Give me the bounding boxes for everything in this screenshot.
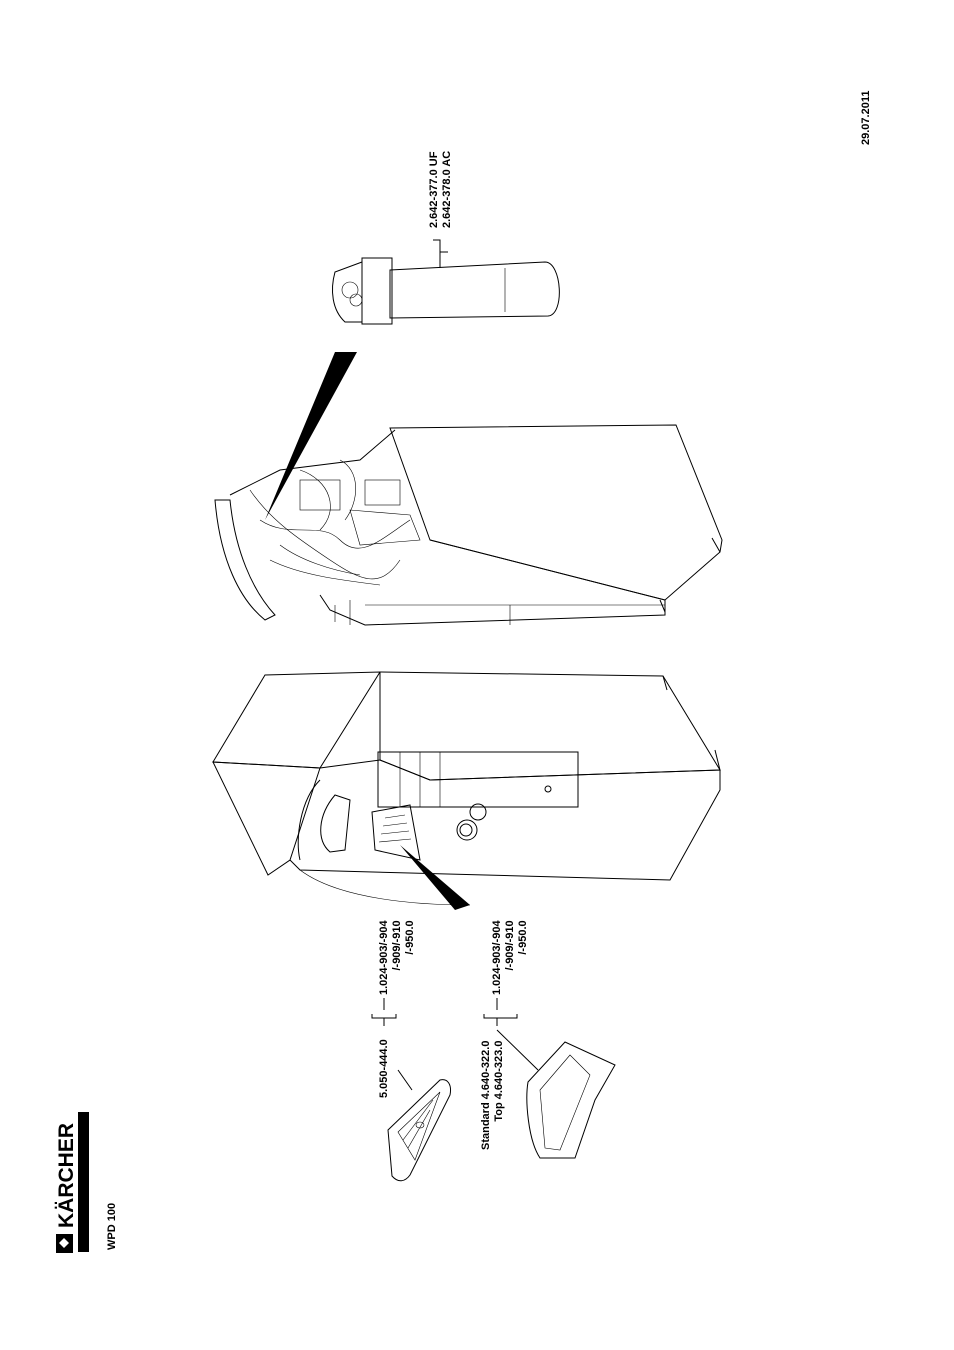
drip-tray	[497, 1030, 615, 1158]
callout-brackets	[372, 240, 517, 1026]
cabinet-front-view	[213, 672, 720, 905]
filter-part-ac: 2.642-378.0 AC	[441, 151, 454, 228]
pointer-arrow-filter	[265, 352, 357, 520]
date-label: 29.07.2011	[860, 91, 873, 145]
filter-part-uf: 2.642-377.0 UF	[428, 151, 441, 228]
tray-model-list: 1.024-903/-904 /-909/-910 /-950.0	[491, 920, 530, 995]
grid-part-number: 5.050-444.0	[378, 1039, 391, 1098]
tray-part-standard: Standard 4.640-322.0	[480, 1041, 493, 1150]
drip-grid	[388, 1070, 451, 1181]
filter-cartridge	[332, 245, 559, 324]
grid-model-list: 1.024-903/-904 /-909/-910 /-950.0	[378, 920, 417, 995]
model-label: WPD 100	[106, 1203, 119, 1250]
karcher-logo: KÄRCHER	[55, 1112, 89, 1253]
filter-part-numbers: 2.642-377.0 UF 2.642-378.0 AC	[428, 151, 454, 228]
cabinet-open-view	[215, 425, 722, 625]
pointer-arrow-tray	[400, 845, 470, 910]
tray-part-top: Top 4.640-323.0	[493, 1041, 506, 1150]
tray-part-numbers: Standard 4.640-322.0 Top 4.640-323.0	[480, 1041, 506, 1150]
logo-wordmark: KÄRCHER	[55, 1123, 78, 1228]
